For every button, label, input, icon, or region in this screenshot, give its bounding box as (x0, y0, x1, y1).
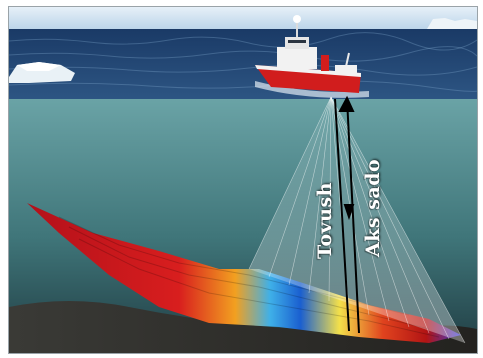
reflected-arrow-head (338, 95, 355, 112)
scene-svg (9, 7, 477, 353)
ship-wake (255, 81, 369, 98)
sky (9, 7, 477, 29)
bathymetry-swath (27, 203, 461, 343)
ship-bridge-windows (288, 40, 306, 43)
iceberg-far (427, 18, 477, 29)
ship-superstructure (277, 47, 317, 69)
seabed (9, 301, 477, 353)
ship-aft-deck (335, 65, 357, 73)
sonar-survey-illustration: Tovush Aks sado (8, 6, 478, 354)
reflected-signal-line (346, 98, 360, 334)
ship-funnel (321, 55, 329, 71)
emitted-signal-line (334, 98, 350, 332)
research-ship (255, 15, 361, 93)
sonar-fan (249, 97, 465, 343)
signal-arrows (334, 95, 360, 334)
emitted-arrow-head (343, 204, 355, 221)
label-reflected-signal: Aks sado (362, 158, 384, 257)
iceberg-left-top (17, 62, 61, 71)
sea-surface (9, 29, 477, 99)
ship-radome (293, 15, 301, 23)
label-emitted-signal: Tovush (314, 182, 336, 259)
